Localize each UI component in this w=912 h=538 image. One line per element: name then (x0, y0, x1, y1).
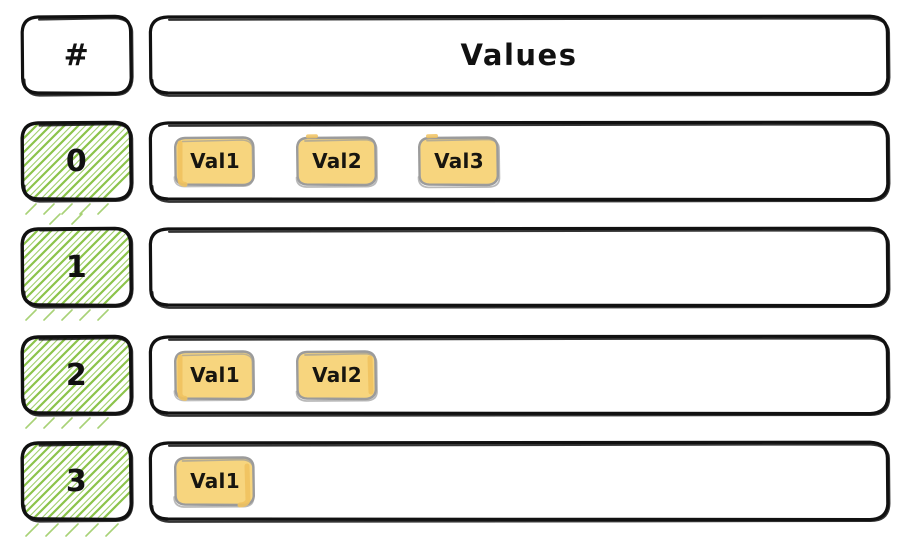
chip-label: Val1 (190, 149, 240, 173)
row-values-cell[interactable]: Val1 Val2 Val3 (148, 120, 891, 203)
row-index-cell[interactable]: 1 (20, 213, 134, 321)
row-index-cell[interactable]: 3 (20, 440, 134, 537)
chip-label: Val2 (312, 149, 362, 173)
chip-label: Val1 (190, 363, 240, 387)
value-chip[interactable]: Val3 (416, 134, 502, 189)
sketch-border (148, 226, 891, 309)
header-values-cell: Values (148, 14, 891, 97)
value-chip[interactable]: Val2 (294, 134, 380, 188)
row-index-label: 3 (65, 463, 88, 499)
chip-label: Val3 (434, 149, 484, 173)
row-index-label: 0 (65, 143, 88, 179)
row-index-cell[interactable]: 0 (20, 120, 134, 215)
chip-list: Val1 Val2 (148, 334, 380, 416)
hatch-overflow (25, 203, 109, 215)
row-values-cell[interactable]: Val1 Val2 (148, 334, 891, 417)
chip-label: Val1 (190, 469, 240, 493)
sketch-border (148, 440, 891, 523)
row-values-cell[interactable]: Val1 (148, 440, 891, 523)
header-index-cell: # (20, 14, 134, 97)
row-index-label: 2 (65, 357, 88, 393)
header-index-label: # (63, 37, 90, 73)
row-index-label: 1 (65, 249, 88, 285)
header-values-label: Values (460, 38, 578, 72)
chip-list: Val1 Val2 Val3 (148, 120, 502, 202)
chip-label: Val2 (312, 363, 362, 387)
value-chip[interactable]: Val1 (172, 134, 258, 188)
value-chip[interactable]: Val1 (172, 454, 258, 508)
row-index-cell[interactable]: 2 (20, 334, 134, 429)
value-chip[interactable]: Val1 (172, 348, 258, 402)
chip-list: Val1 (148, 440, 258, 522)
hatch-overflow (25, 523, 119, 537)
chip-list-empty (148, 226, 172, 308)
row-values-cell[interactable] (148, 226, 891, 309)
hatch-overflow (25, 417, 109, 429)
value-chip[interactable]: Val2 (294, 348, 380, 402)
